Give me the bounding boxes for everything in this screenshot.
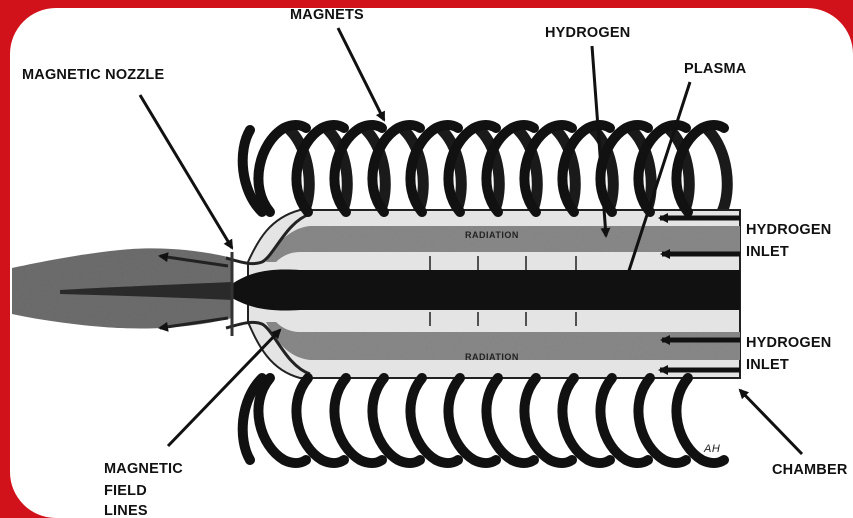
label-chamber: CHAMBER [772,461,848,479]
label-hydrogen-inlet-bottom-2: INLET [746,356,789,374]
label-hydrogen-inlet-top-1: HYDROGEN [746,221,831,239]
label-magnetic-field-2: FIELD [104,482,147,500]
label-magnetic-field-1: MAGNETIC [104,460,183,478]
diagram-panel: MAGNETS HYDROGEN PLASMA MAGNETIC NOZZLE … [10,8,853,518]
label-magnetic-field-3: LINES [104,502,148,518]
label-magnets: MAGNETS [290,8,364,24]
leader-magnets [338,28,384,120]
label-hydrogen-inlet-bottom-1: HYDROGEN [746,334,831,352]
label-hydrogen: HYDROGEN [545,24,630,42]
label-radiation-top: RADIATION [465,230,519,240]
label-radiation-bottom: RADIATION [465,352,519,362]
plasma-rocket-diagram [10,8,853,518]
label-hydrogen-inlet-top-2: INLET [746,243,789,261]
artist-signature: AH [704,443,720,455]
label-magnetic-nozzle: MAGNETIC NOZZLE [22,66,164,84]
leader-magnetic-nozzle [140,95,232,248]
label-plasma: PLASMA [684,60,746,78]
plasma-core [232,270,740,311]
leader-chamber [740,390,802,454]
magnet-coil-back [708,130,727,212]
